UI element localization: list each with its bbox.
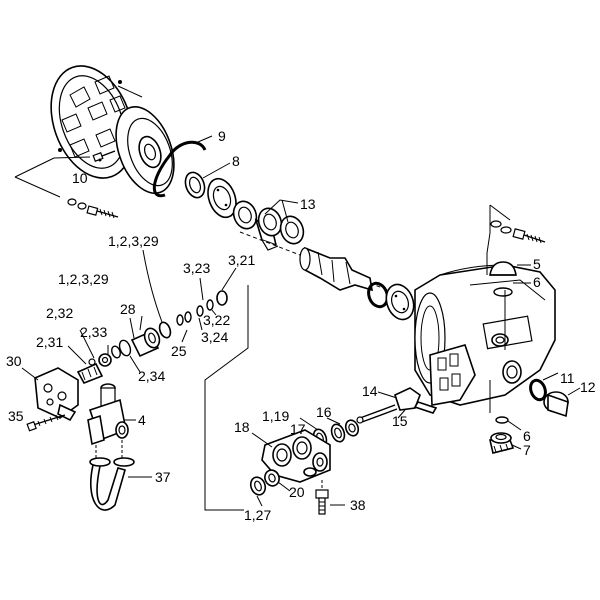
outlet-fitting — [315, 480, 329, 515]
callout-25: 25 — [171, 343, 187, 359]
rings-and-guide — [111, 321, 172, 359]
oil-filler-plug — [489, 261, 517, 297]
callout-35: 35 — [8, 408, 24, 424]
callout-3-21: 3,21 — [228, 252, 255, 268]
callout-18: 18 — [234, 419, 250, 435]
callout-37: 37 — [155, 469, 171, 485]
plunger-seals — [312, 419, 360, 448]
callout-4: 4 — [138, 412, 146, 428]
callout-10: 10 — [72, 170, 88, 186]
callout-14: 14 — [362, 383, 378, 399]
callout-6-top: 6 — [533, 274, 541, 290]
callout-13: 13 — [300, 196, 316, 212]
screw-35 — [26, 414, 66, 432]
callout-6-bottom: 6 — [523, 428, 531, 444]
bearing-left — [207, 177, 237, 219]
callout-11: 11 — [560, 370, 575, 386]
valve-body — [87, 383, 129, 446]
callout-9: 9 — [218, 128, 226, 144]
callout-3-23: 3,23 — [183, 260, 210, 276]
drain-plug — [488, 416, 515, 454]
retaining-ring — [152, 140, 207, 198]
callout-16: 16 — [316, 404, 332, 420]
pressure-valve-parts — [76, 353, 112, 385]
callout-2-33: 2,33 — [80, 324, 107, 340]
cover-plate — [50, 65, 134, 179]
bearing-right — [367, 281, 415, 321]
side-plug — [529, 378, 569, 418]
callout-2-32: 2,32 — [46, 305, 73, 321]
callout-5: 5 — [533, 256, 541, 272]
screw-top — [92, 150, 116, 162]
callout-28: 28 — [120, 301, 136, 317]
crankshaft — [239, 231, 396, 294]
callout-38: 38 — [350, 497, 366, 513]
callout-1-19: 1,19 — [262, 408, 289, 424]
callout-12: 12 — [580, 379, 596, 395]
callout-20: 20 — [289, 484, 305, 500]
callout-3-24: 3,24 — [201, 329, 228, 345]
callout-1-2-3-29-lower: 1,2,3,29 — [58, 271, 109, 287]
callout-3-22: 3,22 — [203, 312, 230, 328]
callout-15: 15 — [392, 413, 408, 429]
seal-ring — [184, 171, 206, 199]
callout-17: 17 — [290, 421, 306, 437]
callout-1-27: 1,27 — [244, 507, 271, 523]
manifold-head — [261, 429, 331, 483]
callout-1-2-3-29-upper: 1,2,3,29 — [108, 233, 159, 249]
screw-bottom — [67, 198, 119, 219]
callout-7: 7 — [523, 442, 531, 458]
small-seal-stack — [176, 290, 228, 326]
callout-2-31: 2,31 — [36, 334, 63, 350]
connecting-rods — [232, 200, 305, 251]
plunger-assembly — [356, 387, 438, 424]
callout-8: 8 — [232, 153, 240, 169]
unloader-block — [34, 367, 79, 422]
screw-top-right — [490, 220, 546, 244]
callout-30: 30 — [6, 353, 22, 369]
crankcase-housing — [414, 264, 556, 406]
valve-seats — [249, 469, 280, 496]
callout-2-34: 2,34 — [138, 368, 165, 384]
hose — [89, 440, 135, 511]
